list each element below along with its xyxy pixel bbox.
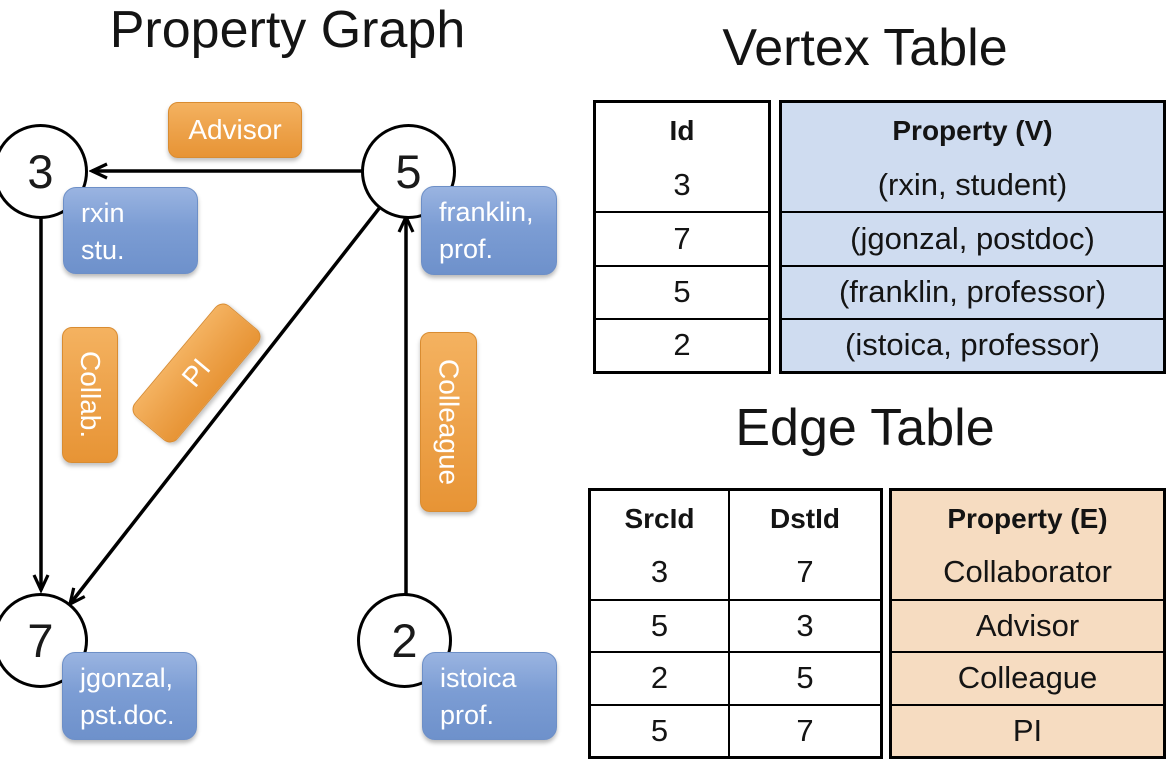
table-cell: Colleague bbox=[892, 651, 1163, 704]
vertex-table-property-column: Property (V) (rxin, student) (jgonzal, p… bbox=[779, 100, 1166, 374]
edge-table-header-property: Property (E) bbox=[947, 502, 1108, 534]
table-cell: 7 bbox=[728, 546, 880, 599]
vertex-property-line: rxin bbox=[81, 198, 125, 228]
vertex-property-line: prof. bbox=[440, 700, 495, 730]
edge-label-advisor: Advisor bbox=[168, 102, 302, 158]
edge-label-pi: PI bbox=[128, 299, 265, 447]
table-cell: 5 bbox=[596, 264, 768, 318]
edge-table-property-column: Property (E) Collaborator Advisor Collea… bbox=[889, 488, 1166, 759]
table-cell: (rxin, student) bbox=[877, 166, 1068, 202]
table-cell: PI bbox=[892, 703, 1163, 757]
node-id: 7 bbox=[27, 614, 54, 667]
vertex-table-id-column: Id 3 7 5 2 bbox=[593, 100, 771, 374]
vertex-property-line: jgonzal, bbox=[80, 663, 174, 693]
table-cell: Advisor bbox=[892, 598, 1163, 652]
table-cell: (jgonzal, postdoc) bbox=[782, 211, 1163, 264]
node-id: 5 bbox=[395, 145, 422, 198]
table-cell: 5 bbox=[591, 598, 728, 652]
vertex-property-label-jgonzal: jgonzal, pst.doc. bbox=[62, 652, 197, 740]
edge-table-id-columns: SrcId DstId 3 7 5 3 2 5 5 7 bbox=[588, 488, 883, 759]
vertex-property-label-istoica: istoica prof. bbox=[422, 652, 557, 740]
vertex-property-line: prof. bbox=[439, 234, 494, 264]
edge-table-header-dstid: DstId bbox=[728, 491, 880, 546]
table-cell: (istoica, professor) bbox=[782, 317, 1163, 371]
node-id: 2 bbox=[391, 614, 418, 667]
edge-table-header-srcid: SrcId bbox=[624, 502, 695, 534]
vertex-property-line: istoica bbox=[440, 663, 517, 693]
table-cell: 3 bbox=[673, 166, 691, 202]
vertex-property-label-franklin: franklin, prof. bbox=[421, 186, 557, 275]
table-cell: 5 bbox=[591, 703, 728, 757]
table-cell: (franklin, professor) bbox=[782, 264, 1163, 318]
vertex-table-header-id: Id bbox=[669, 114, 695, 146]
node-id: 3 bbox=[27, 145, 54, 198]
table-cell: Collaborator bbox=[943, 554, 1112, 590]
vertex-property-label-rxin: rxin stu. bbox=[63, 187, 198, 274]
edge-label-collab: Collab. bbox=[62, 327, 118, 463]
table-cell: 7 bbox=[596, 211, 768, 264]
property-graph-title: Property Graph bbox=[109, 1, 466, 59]
edge-table-title: Edge Table bbox=[735, 399, 995, 457]
vertex-property-line: stu. bbox=[81, 235, 125, 265]
table-cell: 7 bbox=[728, 703, 880, 756]
table-cell: 5 bbox=[728, 651, 880, 704]
vertex-table-header-property: Property (V) bbox=[892, 114, 1053, 146]
vertex-property-line: pst.doc. bbox=[80, 700, 175, 730]
table-cell: 3 bbox=[650, 554, 669, 590]
edge-label-colleague: Colleague bbox=[420, 332, 477, 512]
graph-node-3: 3 bbox=[0, 124, 88, 219]
vertex-table-title: Vertex Table bbox=[722, 19, 1008, 77]
vertex-property-line: franklin, bbox=[439, 197, 534, 227]
table-cell: 2 bbox=[596, 317, 768, 371]
table-cell: 2 bbox=[591, 651, 728, 704]
table-cell: 3 bbox=[728, 598, 880, 651]
